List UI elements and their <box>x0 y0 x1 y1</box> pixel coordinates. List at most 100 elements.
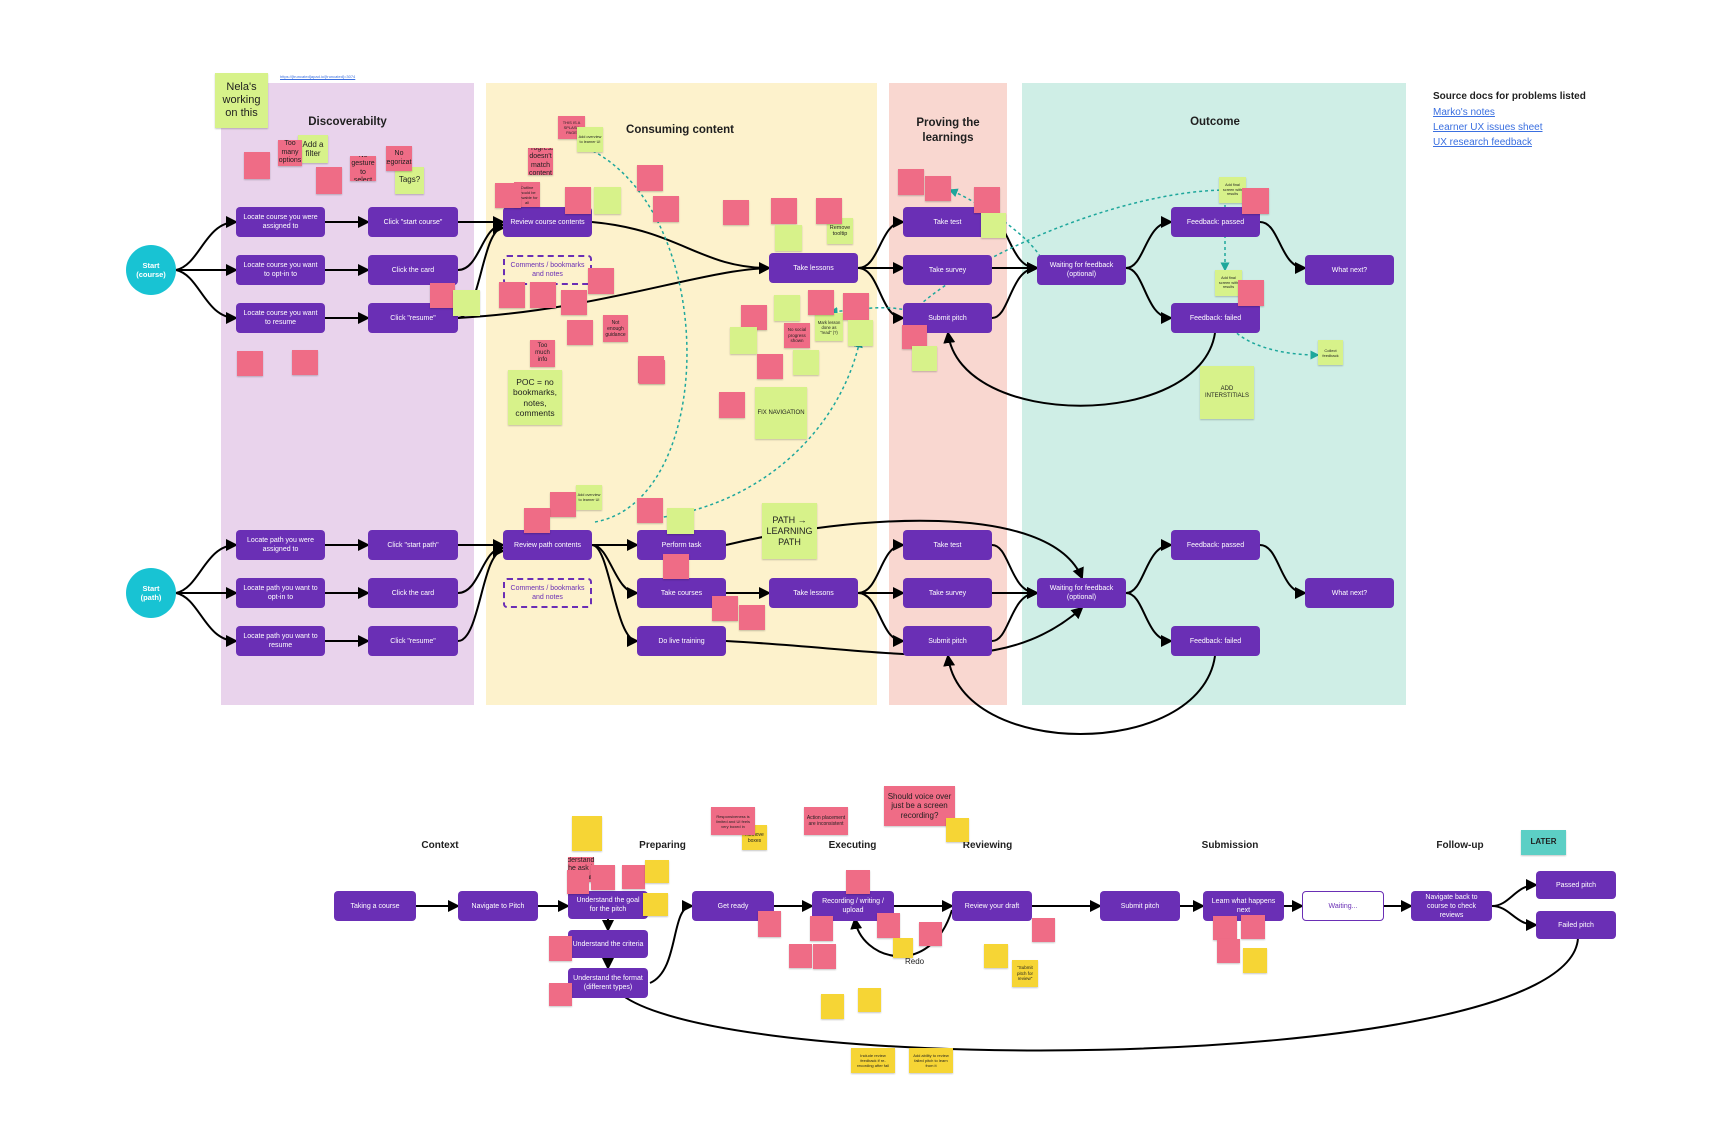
sticky-too-much-info[interactable]: Too much info <box>530 340 555 367</box>
sticky-too-many[interactable]: Too many options <box>278 140 302 166</box>
source-link-learner-ux[interactable]: Learner UX issues sheet <box>1433 122 1543 133</box>
node-path-comments[interactable]: Comments / bookmarks and notes <box>503 578 592 608</box>
sticky-note[interactable] <box>499 282 525 308</box>
sticky-note[interactable] <box>1242 188 1269 214</box>
sticky-note[interactable] <box>813 944 836 969</box>
sticky-note[interactable] <box>984 944 1008 968</box>
sticky-not-enough-guidance[interactable]: Not enough guidance <box>603 315 628 342</box>
sticky-add-overview-2[interactable]: Add overview to learner UI <box>576 485 602 510</box>
sticky-note[interactable] <box>244 152 270 179</box>
sticky-add-ability[interactable]: Add ability to review failed pitch to le… <box>909 1048 953 1073</box>
sticky-note[interactable] <box>561 290 587 315</box>
node-course-comments[interactable]: Comments / bookmarks and notes <box>503 255 592 285</box>
sticky-note[interactable] <box>637 165 663 191</box>
sticky-note[interactable] <box>723 200 749 225</box>
sticky-note[interactable] <box>919 922 942 946</box>
sticky-note[interactable] <box>622 865 645 889</box>
sticky-add-filter[interactable]: Add a filter <box>298 135 328 163</box>
sticky-fix-navigation[interactable]: FIX NAVIGATION <box>755 387 807 439</box>
node-pitch-navigate-back[interactable]: Navigate back to course to check reviews <box>1411 891 1492 921</box>
node-course-what-next[interactable]: What next? <box>1305 255 1394 285</box>
sticky-note[interactable] <box>898 169 924 195</box>
node-path-click-resume[interactable]: Click "resume" <box>368 626 458 656</box>
sticky-note[interactable] <box>758 911 781 937</box>
sticky-note[interactable] <box>739 605 765 630</box>
sticky-note[interactable] <box>974 187 1000 213</box>
sticky-note[interactable] <box>902 325 927 349</box>
sticky-voice-over[interactable]: Should voice over just be a screen recor… <box>884 786 955 826</box>
sticky-note[interactable] <box>653 196 679 222</box>
sticky-note[interactable] <box>774 295 800 321</box>
sticky-note[interactable] <box>1217 939 1240 963</box>
node-course-locate-resume[interactable]: Locate course you want to resume <box>236 303 325 333</box>
sticky-note[interactable] <box>877 913 900 938</box>
sticky-note[interactable] <box>719 392 745 418</box>
sticky-tags[interactable]: Tags? <box>395 167 424 194</box>
sticky-note[interactable] <box>572 816 602 851</box>
sticky-add-final-2[interactable]: Add final screen with results <box>1215 270 1242 296</box>
sticky-note[interactable] <box>846 870 870 894</box>
sticky-note[interactable] <box>565 187 591 214</box>
node-path-locate-resume[interactable]: Locate path you want to resume <box>236 626 325 656</box>
node-course-failed[interactable]: Feedback: failed <box>1171 303 1260 333</box>
sticky-note[interactable] <box>757 354 783 379</box>
node-path-submit-pitch[interactable]: Submit pitch <box>903 626 992 656</box>
node-path-locate-assigned[interactable]: Locate path you were assigned to <box>236 530 325 560</box>
sticky-include-review[interactable]: Include review feedback if re-recording … <box>851 1048 895 1073</box>
sticky-note[interactable] <box>1213 916 1237 940</box>
sticky-note[interactable] <box>741 305 767 330</box>
node-path-take-courses[interactable]: Take courses <box>637 578 726 608</box>
board-link[interactable]: https://[truncated]apad.io/[truncated]=3… <box>280 74 356 79</box>
node-path-review[interactable]: Review path contents <box>503 530 592 560</box>
sticky-note[interactable] <box>858 988 881 1012</box>
sticky-note[interactable] <box>946 818 969 842</box>
node-course-locate-optin[interactable]: Locate course you want to opt-in to <box>236 255 325 285</box>
sticky-note[interactable] <box>591 865 615 890</box>
sticky-note[interactable] <box>645 860 669 883</box>
node-course-take-lessons[interactable]: Take lessons <box>769 253 858 283</box>
start-path-node[interactable]: Start (path) <box>126 568 176 618</box>
node-course-click-resume[interactable]: Click "resume" <box>368 303 458 333</box>
node-pitch-taking-course[interactable]: Taking a course <box>334 891 416 921</box>
sticky-note[interactable] <box>237 351 263 376</box>
sticky-note[interactable] <box>530 282 556 308</box>
source-link-ux-research[interactable]: UX research feedback <box>1433 137 1532 148</box>
sticky-note[interactable] <box>594 187 621 214</box>
sticky-note[interactable] <box>843 293 869 320</box>
sticky-mark-lesson[interactable]: Mark lesson done as "read" (?) <box>815 313 843 341</box>
node-path-take-survey[interactable]: Take survey <box>903 578 992 608</box>
sticky-note[interactable] <box>810 916 833 941</box>
start-course-node[interactable]: Start (course) <box>126 245 176 295</box>
sticky-note[interactable] <box>637 498 663 523</box>
node-path-live-training[interactable]: Do live training <box>637 626 726 656</box>
node-pitch-passed[interactable]: Passed pitch <box>1536 871 1616 899</box>
sticky-poc[interactable]: POC = no bookmarks, notes, comments <box>508 370 562 425</box>
node-path-waiting[interactable]: Waiting for feedback (optional) <box>1037 578 1126 608</box>
sticky-note[interactable] <box>712 596 738 621</box>
sticky-note[interactable] <box>816 198 842 224</box>
sticky-note[interactable] <box>808 290 834 315</box>
node-pitch-review-draft[interactable]: Review your draft <box>952 891 1032 921</box>
sticky-note[interactable] <box>667 508 694 534</box>
sticky-responsiveness[interactable]: Responsiveness is limited and UI feels v… <box>711 807 755 835</box>
node-path-take-test[interactable]: Take test <box>903 530 992 560</box>
sticky-note[interactable] <box>775 225 802 251</box>
sticky-later[interactable]: LATER <box>1521 830 1566 855</box>
node-pitch-failed[interactable]: Failed pitch <box>1536 911 1616 939</box>
sticky-note[interactable] <box>821 994 844 1019</box>
sticky-note[interactable] <box>316 167 342 194</box>
node-path-locate-optin[interactable]: Locate path you want to opt-in to <box>236 578 325 608</box>
sticky-note[interactable] <box>912 346 937 371</box>
node-course-click-start[interactable]: Click "start course" <box>368 207 458 237</box>
sticky-action-placement[interactable]: Action placement are inconsistent <box>804 807 848 835</box>
node-path-click-card[interactable]: Click the card <box>368 578 458 608</box>
sticky-no-gesture[interactable]: No gesture to select <box>350 156 376 181</box>
node-path-take-lessons[interactable]: Take lessons <box>769 578 858 608</box>
sticky-add-interstitials[interactable]: ADD INTERSTITIALS <box>1200 366 1254 419</box>
sticky-progress[interactable]: Progress doesn't match content <box>528 148 553 175</box>
sticky-note[interactable] <box>567 320 593 345</box>
sticky-note[interactable] <box>643 893 668 916</box>
sticky-nela-working[interactable]: Nela's working on this <box>215 73 268 128</box>
node-course-take-survey[interactable]: Take survey <box>903 255 992 285</box>
sticky-note[interactable] <box>549 983 572 1006</box>
